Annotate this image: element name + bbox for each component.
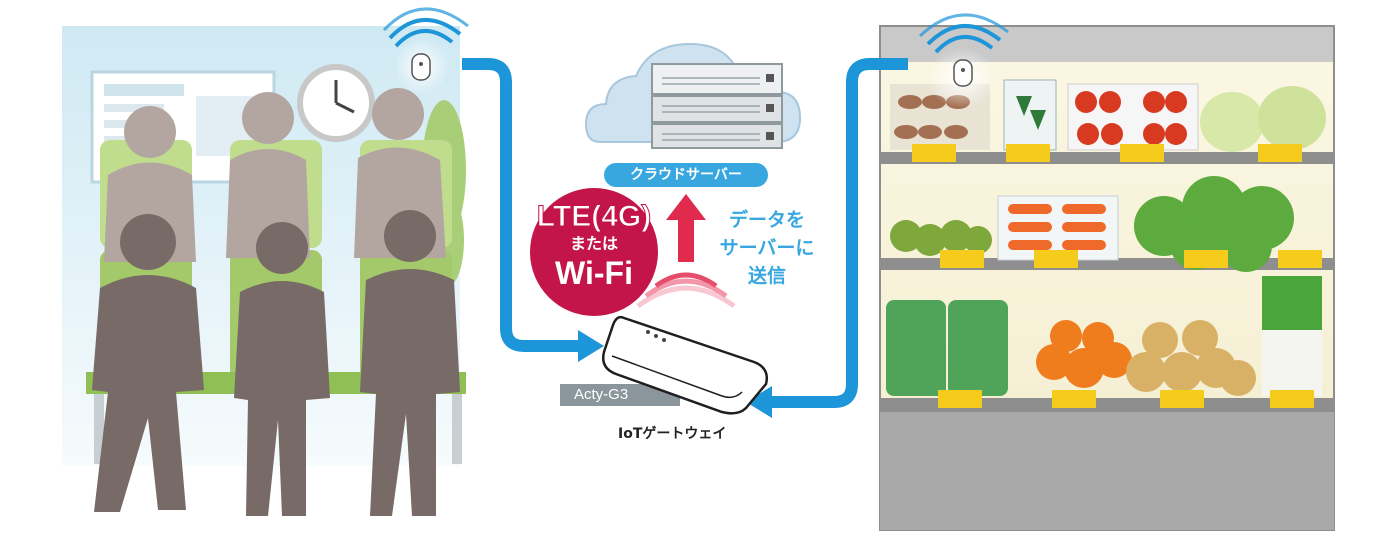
- middle-shelf-produce: [890, 176, 1322, 272]
- waiting-room-scene: [62, 7, 469, 516]
- network-badge-lte: LTE(4G): [536, 200, 652, 234]
- network-badge: [530, 188, 658, 316]
- network-badge-wifi: Wi-Fi: [555, 255, 633, 291]
- network-badge-text: LTE(4G) または Wi-Fi: [526, 188, 662, 318]
- right-flow-arrow: [770, 58, 908, 408]
- send-text-line3: 送信: [747, 265, 786, 287]
- gateway-model-label: Acty-G3: [574, 386, 629, 403]
- send-text-line2: サーバーに: [719, 237, 815, 259]
- room-beacon-icon: [382, 7, 469, 94]
- wall-clock-icon: [297, 64, 375, 142]
- shelf-boards: [880, 152, 1334, 530]
- flow-arrows: [462, 58, 908, 418]
- right-arrow-head-icon: [746, 386, 772, 418]
- cloud-server-icon: [584, 42, 802, 149]
- cloud-server-label: クラウドサーバー: [604, 163, 768, 187]
- network-badge-or: または: [569, 236, 618, 253]
- send-to-server-text: データを サーバーに 送信: [712, 206, 822, 290]
- left-arrow-head-icon: [578, 330, 604, 362]
- gateway-label: IoTゲートウェイ: [618, 426, 727, 442]
- front-row-people: [92, 210, 460, 516]
- bottom-shelf-produce: [886, 276, 1322, 408]
- store-shelf-scene: [879, 13, 1335, 531]
- send-text-line1: データを: [728, 209, 805, 231]
- model-label-bar: [560, 384, 680, 406]
- server-rack-icon: [651, 63, 783, 149]
- store-beacon-icon: [918, 13, 1009, 108]
- left-flow-arrow: [462, 58, 580, 352]
- gateway-device-icon: [560, 315, 768, 415]
- upload-arrow-icon: [636, 194, 736, 309]
- top-shelf-produce: [890, 79, 1326, 162]
